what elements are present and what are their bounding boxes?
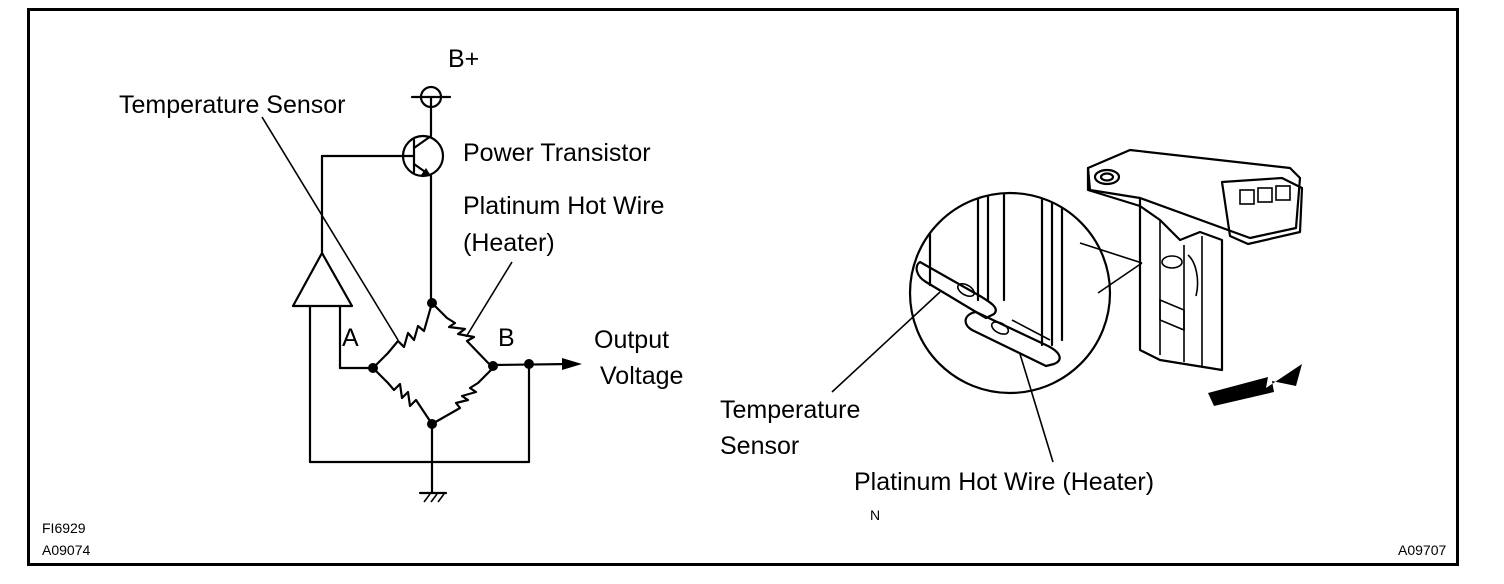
- supply-terminal: [410, 85, 452, 137]
- figure-code-3: A09707: [1398, 542, 1446, 558]
- node-b-label: B: [498, 324, 515, 352]
- node-a-label: A: [342, 324, 359, 352]
- junction-dots: [368, 298, 534, 429]
- hot-wire-label-line2: (Heater): [463, 229, 555, 257]
- transistor-label: Power Transistor: [463, 139, 651, 167]
- bridge-resistors: [371, 301, 495, 426]
- right-temp-sensor-label-line2: Sensor: [720, 432, 799, 460]
- airflow-arrow: [1208, 364, 1302, 406]
- hot-wire-leader-right: [1019, 353, 1054, 463]
- figure-code-1: FI6929: [42, 520, 86, 536]
- magnifier-circle: [908, 191, 1112, 395]
- callout-line-top: [1079, 242, 1143, 264]
- bridge-circuit: B+ Temperature Sensor Power Transistor P…: [119, 45, 683, 503]
- temp-sensor-label: Temperature Sensor: [119, 91, 346, 119]
- power-transistor-symbol: [320, 134, 445, 305]
- callout-line-bottom: [1097, 262, 1143, 294]
- figure-code-2: A09074: [42, 542, 90, 558]
- air-flow-meter: Temperature Sensor Platinum Hot Wire (He…: [720, 148, 1304, 523]
- hot-wire-leader: [465, 261, 513, 338]
- n-label: N: [870, 507, 880, 523]
- output-wiring: [308, 358, 582, 503]
- supply-label: B+: [448, 45, 479, 73]
- temp-sensor-leader: [261, 116, 399, 341]
- output-label-line2: Voltage: [600, 362, 683, 390]
- right-hot-wire-label: Platinum Hot Wire (Heater): [854, 468, 1154, 496]
- meter-body: [1086, 148, 1304, 372]
- figure-frame: [27, 8, 1459, 566]
- right-temp-sensor-label-line1: Temperature: [720, 396, 860, 424]
- amplifier-symbol: [291, 251, 375, 464]
- output-label-line1: Output: [594, 326, 669, 354]
- sensor-leader: [831, 291, 941, 393]
- hot-wire-label-line1: Platinum Hot Wire: [463, 192, 664, 220]
